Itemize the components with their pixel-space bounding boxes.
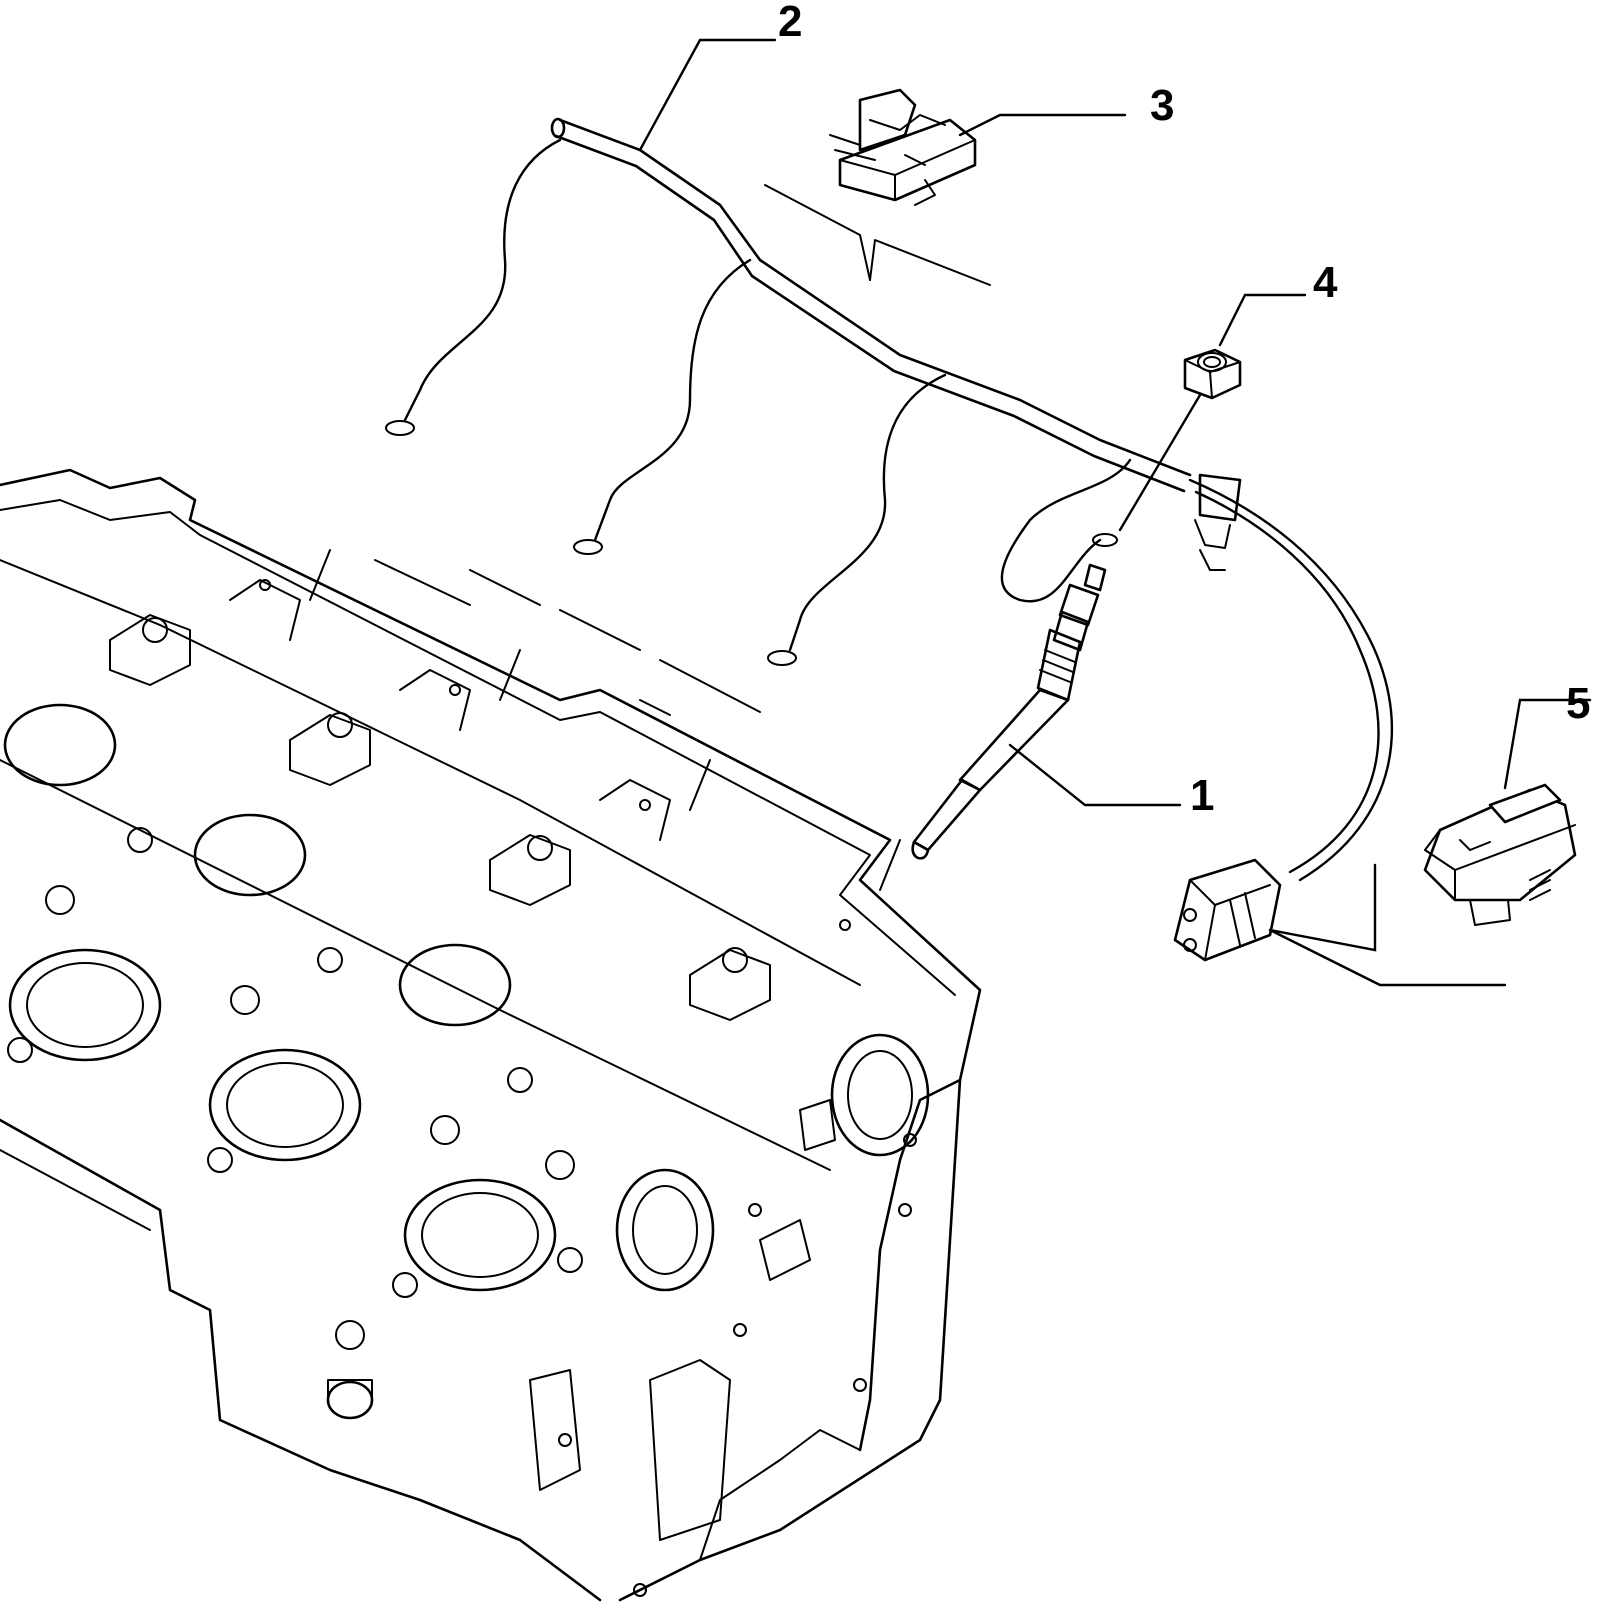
leader-line-2 xyxy=(638,38,777,152)
coolant-plug xyxy=(326,1379,374,1420)
leader-lines xyxy=(638,38,1592,987)
glow-plug xyxy=(911,563,1107,860)
leader-line-4b xyxy=(1118,393,1202,532)
cam-bearing-cap xyxy=(109,614,771,1021)
connector xyxy=(1423,783,1577,926)
callout-4: 4 xyxy=(1313,258,1338,307)
harness-bracket xyxy=(829,88,977,206)
nut xyxy=(1183,348,1242,400)
leader-line-5c xyxy=(1268,928,1507,987)
leader-line-3 xyxy=(958,113,1127,137)
ring-terminal xyxy=(385,420,1118,666)
leader-line-4 xyxy=(1218,293,1307,347)
callout-5: 5 xyxy=(1566,679,1590,728)
exhaust-port xyxy=(615,1033,930,1292)
cylinder-head xyxy=(0,468,982,1602)
bracket-location-line xyxy=(869,239,991,286)
leader-line-5 xyxy=(1503,698,1592,790)
bracket-location-line xyxy=(859,234,871,281)
cylinder-bore xyxy=(8,948,162,1062)
harness-connector xyxy=(1173,858,1282,962)
callout-3: 3 xyxy=(1150,81,1174,130)
cylinder-bore xyxy=(403,1178,557,1292)
callout-1: 1 xyxy=(1190,771,1214,820)
bracket-location-line xyxy=(764,184,861,236)
intake-port xyxy=(3,703,512,1027)
bolt-hole xyxy=(7,579,917,1597)
cylinder-bore xyxy=(208,1048,362,1162)
leader-line-1 xyxy=(1008,743,1182,807)
leader-line-5b xyxy=(1268,863,1377,952)
callout-2: 2 xyxy=(778,0,802,46)
wiring-harness xyxy=(385,117,1394,962)
